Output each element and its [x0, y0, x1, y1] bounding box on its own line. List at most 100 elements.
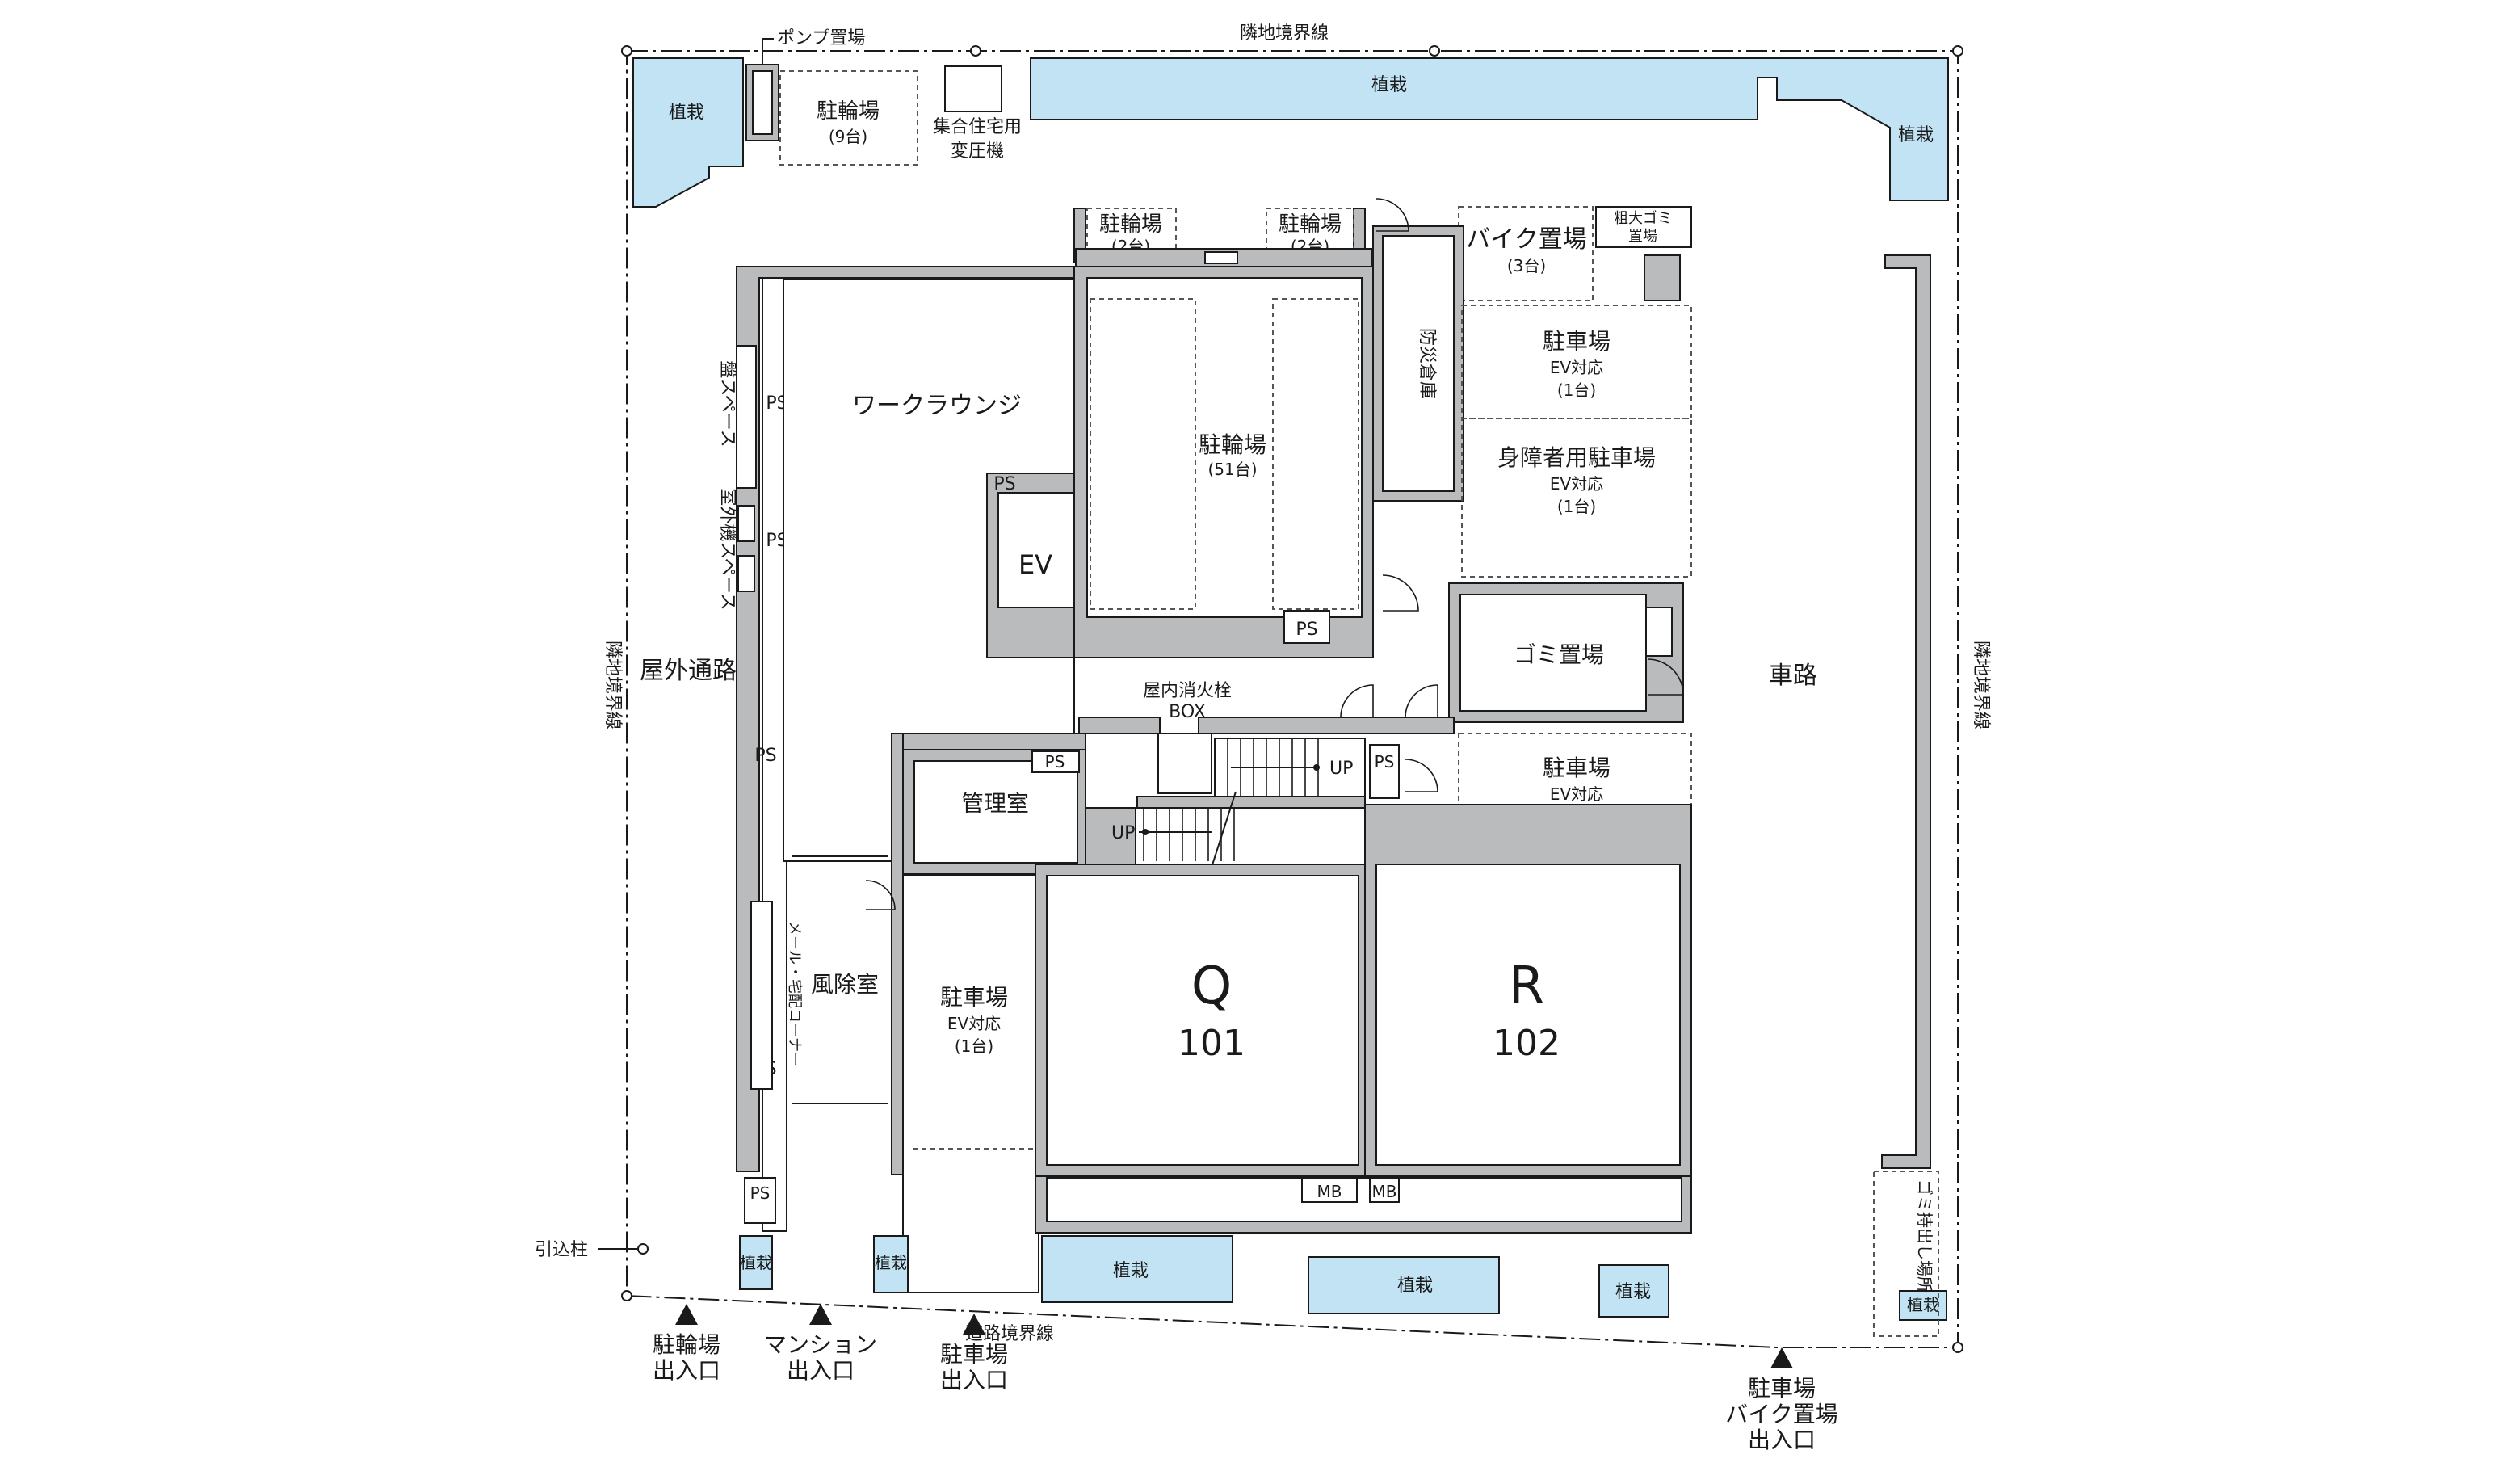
ps-label-ev: PS	[993, 474, 1015, 494]
garbage-room	[1460, 594, 1647, 712]
corridor-wall	[891, 733, 1086, 750]
entrance-parking: 駐車場 出入口	[940, 1314, 1008, 1393]
elevator	[998, 492, 1075, 608]
panel-space	[736, 345, 757, 489]
west-boundary-label: 隣地境界線	[603, 641, 623, 729]
transformer-box	[944, 65, 1002, 112]
unit-q-letter: Q	[1191, 956, 1232, 1016]
bike-parking-51-count: (51台)	[1208, 460, 1257, 479]
ps-bike-label: PS	[1296, 620, 1317, 640]
planting-s4	[1308, 1256, 1500, 1314]
door	[1405, 684, 1438, 718]
bulky-garbage-label-2: 置場	[1628, 228, 1657, 245]
unit-r-letter: R	[1509, 956, 1544, 1016]
entrance-bike-2: 出入口	[653, 1357, 720, 1384]
corridor-wall	[1078, 717, 1161, 734]
hydrant-label-2: BOX	[1169, 702, 1206, 722]
parking-ev-2-ev: EV対応	[1550, 784, 1603, 804]
bike-parking-2a-label: 駐輪場	[1099, 212, 1162, 237]
planting-s5	[1598, 1264, 1670, 1318]
service-pole-label: 引込柱	[535, 1240, 588, 1260]
work-lounge-label: ワークラウンジ	[852, 392, 1022, 420]
parking-west-ev: EV対応	[947, 1014, 1001, 1033]
transformer-label-1: 集合住宅用	[933, 117, 1022, 137]
garbage-out-area	[1873, 1171, 1939, 1337]
entrance-parking-1: 駐車場	[940, 1341, 1008, 1368]
north-boundary-label: 隣地境界線	[1240, 23, 1329, 44]
mail-corner-bar	[750, 901, 773, 1090]
windbreak-label: 風除室	[811, 971, 879, 998]
planting-north-label: 植栽	[1371, 75, 1407, 95]
disaster-storage-label: 防災倉庫	[1417, 328, 1437, 399]
entrance-parking-moto-2: バイク置場	[1725, 1401, 1838, 1427]
hydrant-label-1: 屋内消火栓	[1143, 681, 1232, 701]
outdoor-unit-label: 室外機スペース	[717, 488, 737, 610]
mb-r	[1369, 1177, 1400, 1203]
disaster-storage	[1382, 235, 1455, 492]
planting-s2-label: 植栽	[875, 1253, 907, 1272]
entrance-parking-moto-1: 駐車場	[1748, 1375, 1816, 1402]
unit-q-number: 101	[1178, 1023, 1245, 1064]
entry-corridor	[1046, 1177, 1682, 1222]
parking-accessible-count: (1台)	[1557, 497, 1596, 516]
ps-office	[1031, 750, 1080, 773]
bike-rack-a	[1090, 298, 1196, 610]
door	[1647, 658, 1684, 696]
door	[865, 880, 896, 910]
door	[1405, 759, 1438, 792]
pump-label: ポンプ置場	[777, 28, 865, 48]
bike-parking-2b-label: 駐輪場	[1279, 212, 1342, 237]
ps-stair-label: PS	[1375, 752, 1395, 771]
bike-rack-b	[1272, 298, 1359, 610]
planting-se-label: 植栽	[1907, 1295, 1939, 1314]
outdoor-path-label: 屋外通路	[640, 657, 737, 685]
parking-accessible	[1461, 418, 1692, 578]
entrance-mansion-1: マンション	[764, 1331, 877, 1358]
moto-parking-count: (3台)	[1507, 256, 1546, 275]
panel-space-label: 盤スペース	[717, 360, 737, 447]
parking-ev-1-label: 駐車場	[1543, 328, 1611, 355]
office-label: 管理室	[961, 790, 1029, 817]
corridor-wall	[1198, 717, 1455, 734]
road-label: 車路	[1769, 662, 1817, 690]
unit-q	[1046, 875, 1359, 1166]
planting-north	[1030, 57, 1949, 201]
ps-south-label: PS	[750, 1183, 771, 1203]
parking-west-count: (1台)	[955, 1036, 993, 1056]
transformer-label-2: 変圧機	[951, 141, 1004, 162]
door	[1376, 198, 1409, 232]
entrance-mansion-2: 出入口	[787, 1357, 855, 1384]
ps-office-label: PS	[1045, 752, 1065, 771]
planting-s1-label: 植栽	[740, 1253, 772, 1272]
east-wall	[1881, 254, 1931, 1169]
bike-parking-9-count: (9台)	[829, 127, 867, 146]
ps-south	[744, 1177, 776, 1224]
moto-parking	[1458, 206, 1594, 301]
ps-stair	[1369, 744, 1400, 799]
entrance-bike: 駐輪場 出入口	[653, 1304, 720, 1384]
planting-nw	[632, 57, 744, 208]
planting-nw-label: 植栽	[669, 103, 704, 123]
bulky-garbage	[1595, 206, 1692, 248]
garbage-out-label: ゴミ持出し場所	[1915, 1179, 1934, 1293]
bike-parking-51-label: 駐輪場	[1199, 431, 1266, 458]
entrance-bike-1: 駐輪場	[653, 1331, 720, 1358]
planting-ne-label: 植栽	[1898, 125, 1934, 145]
bulky-garbage-label-1: 粗大ゴミ	[1614, 210, 1672, 227]
moto-parking-label: バイク置場	[1466, 225, 1586, 254]
hydrant-box	[1157, 733, 1212, 794]
bike-parking-51	[1086, 277, 1363, 618]
planting-s3	[1041, 1235, 1233, 1303]
office	[914, 760, 1078, 864]
planting-s4-label: 植栽	[1397, 1276, 1433, 1296]
planting-s3-label: 植栽	[1113, 1261, 1149, 1281]
unit-r-number: 102	[1493, 1023, 1560, 1064]
parking-ev-1	[1461, 305, 1692, 419]
entrance-parking-2: 出入口	[940, 1367, 1008, 1393]
outdoor-unit-b	[737, 555, 755, 592]
door	[1382, 574, 1419, 612]
parking-west-label: 駐車場	[940, 984, 1008, 1011]
parking-accessible-ev: EV対応	[1550, 474, 1603, 494]
column	[1644, 254, 1681, 301]
